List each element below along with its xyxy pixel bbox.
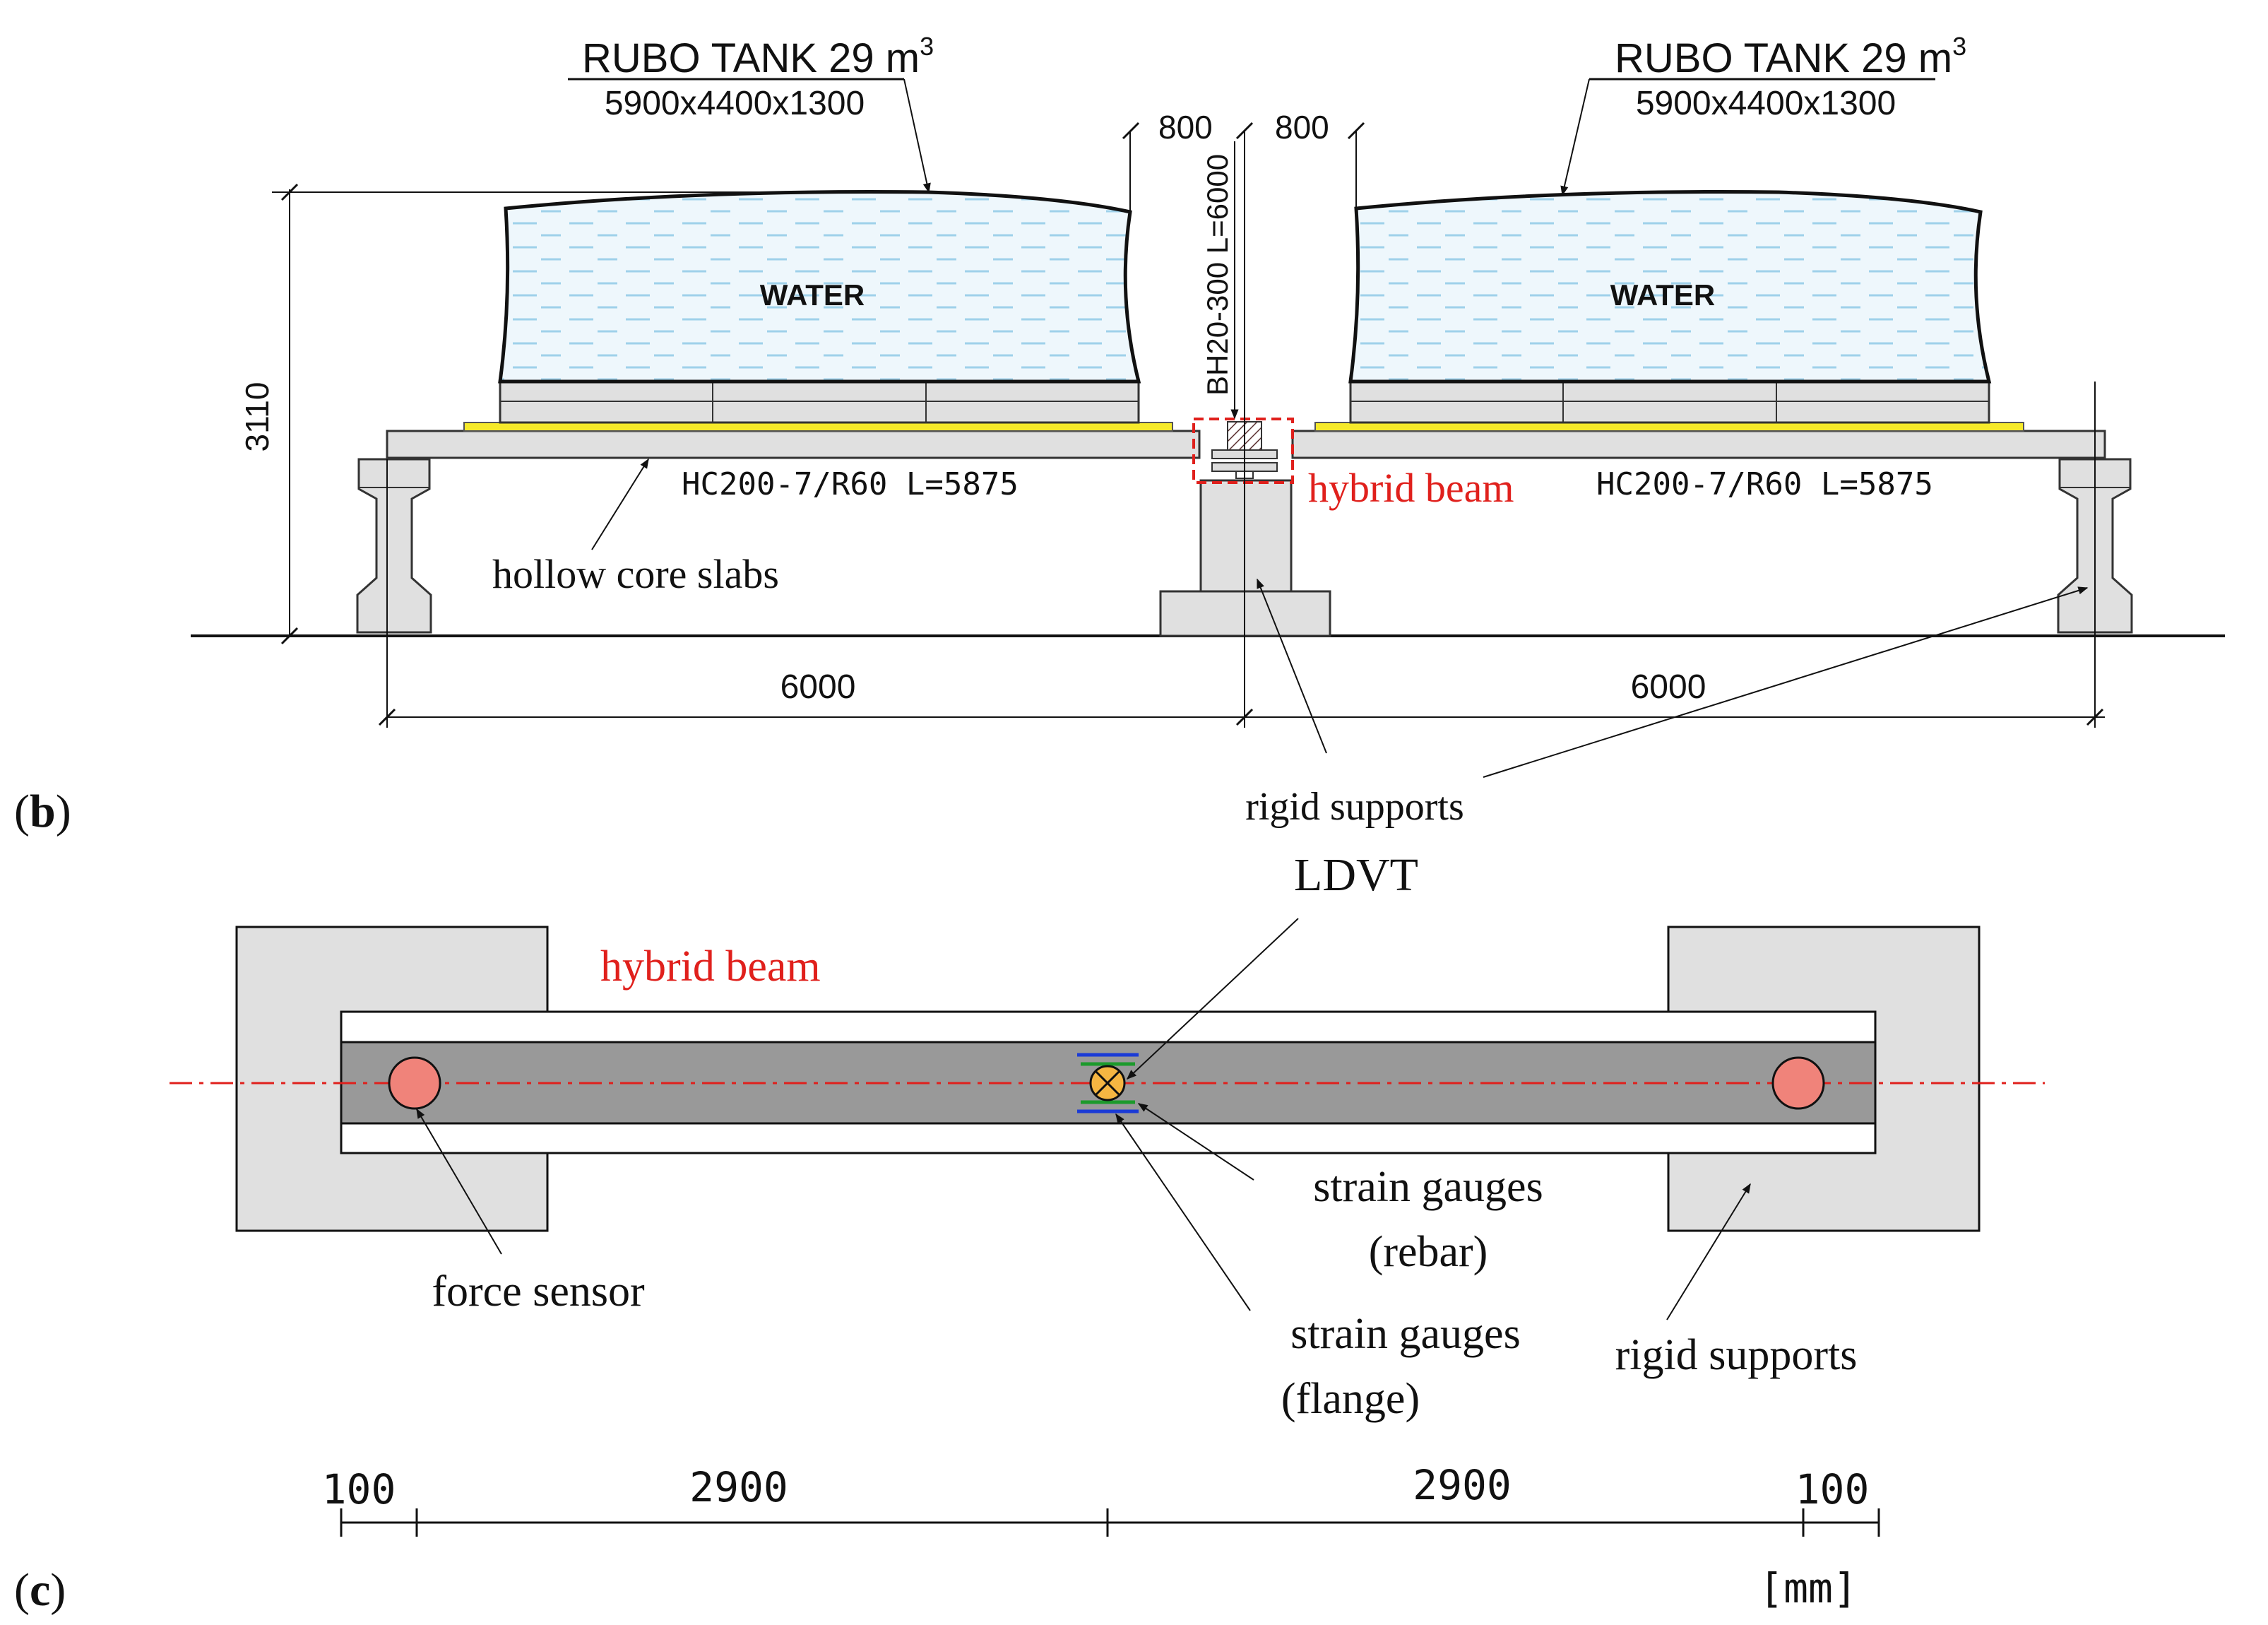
hybrid-beam-label-b: hybrid beam <box>1308 465 1514 511</box>
strain-gauges-rebar-leader <box>1137 1103 1254 1181</box>
load-pad-left <box>463 422 1173 432</box>
mid-span-instruments <box>1077 1053 1139 1113</box>
hollow-core-slab-left <box>386 430 1201 459</box>
load-pad-right <box>1314 422 2024 432</box>
slab-left-spec: HC200-7/R60 L=5875 <box>682 466 1019 502</box>
span-dimensions: 6000 6000 <box>378 382 2105 728</box>
panel-b-elevation: WATER WATER 800 800 BH20-300 L=6000 <box>14 32 2225 837</box>
panel-c-plan: LDVT hybrid beam force sensor strain gau… <box>14 849 2045 1616</box>
strain-gauges-flange-leader <box>1115 1113 1251 1311</box>
rigid-supports-leader-center <box>1257 578 1327 754</box>
tank-left-title: RUBO TANK 29 m3 <box>582 32 934 81</box>
tank-left-content: WATER <box>760 278 865 312</box>
strain-gauges-rebar-label: strain gauges(rebar) <box>1313 1163 1543 1276</box>
panel-c-letter: (c) <box>14 1564 66 1616</box>
hybrid-beam-section <box>1192 418 1294 484</box>
tank-right-dims: 5900x4400x1300 <box>1636 85 1896 122</box>
tank-right-callout: RUBO TANK 29 m3 5900x4400x1300 <box>1560 32 1966 196</box>
water-tank-right: WATER <box>1348 189 1992 384</box>
span-right-value: 6000 <box>1631 668 1706 706</box>
hybrid-beam-highlight-box <box>1192 418 1294 484</box>
height-dimension-value: 3110 <box>239 382 275 452</box>
hollow-core-slab-right <box>1291 430 2106 459</box>
water-tank-left: WATER <box>498 189 1141 384</box>
force-sensor-left <box>388 1056 441 1110</box>
hollow-core-slabs-label: hollow core slabs <box>492 551 779 597</box>
span-left-value: 6000 <box>780 668 856 706</box>
tank-left-callout: RUBO TANK 29 m3 5900x4400x1300 <box>568 32 934 194</box>
rigid-supports-leader-c <box>1666 1183 1751 1320</box>
gap-dimension-left: 800 <box>1158 109 1213 146</box>
rigid-supports-leader-right <box>1483 586 2089 778</box>
slab-right-spec: HC200-7/R60 L=5875 <box>1596 466 1933 502</box>
dim-2900-left: 2900 <box>689 1463 788 1511</box>
beam-spec-label: BH20-300 L=6000 <box>1201 154 1234 396</box>
dim-100-right: 100 <box>1795 1465 1870 1513</box>
rigid-support-left <box>356 458 432 634</box>
hollow-core-slabs-leader <box>591 458 649 550</box>
tank-left-dims: 5900x4400x1300 <box>605 85 865 122</box>
force-sensor-right <box>1771 1056 1825 1110</box>
plan-dimension-line: 100 2900 2900 100 <box>322 1461 1880 1537</box>
force-sensor-leader <box>416 1108 502 1255</box>
ldvt-leader <box>1126 918 1299 1080</box>
pallet-left <box>499 380 1140 424</box>
unit-label: [mm] <box>1759 1564 1858 1612</box>
rigid-supports-label-c: rigid supports <box>1615 1331 1858 1379</box>
tank-right-content: WATER <box>1610 278 1716 312</box>
rigid-supports-label-b: rigid supports <box>1245 785 1464 829</box>
strain-gauges-flange-label: strain gauges(flange) <box>1281 1310 1521 1423</box>
dim-2900-right: 2900 <box>1413 1461 1512 1509</box>
dim-100-left: 100 <box>322 1465 396 1513</box>
height-dimension: 3110 <box>239 183 932 645</box>
pallet-right <box>1349 380 1990 424</box>
tank-right-title: RUBO TANK 29 m3 <box>1615 32 1966 81</box>
hybrid-beam-label-c: hybrid beam <box>600 942 821 991</box>
panel-b-letter: (b) <box>14 786 71 837</box>
force-sensor-label: force sensor <box>432 1268 645 1316</box>
gap-dimension-right: 800 <box>1275 109 1329 146</box>
ldvt-label: LDVT <box>1294 849 1418 901</box>
